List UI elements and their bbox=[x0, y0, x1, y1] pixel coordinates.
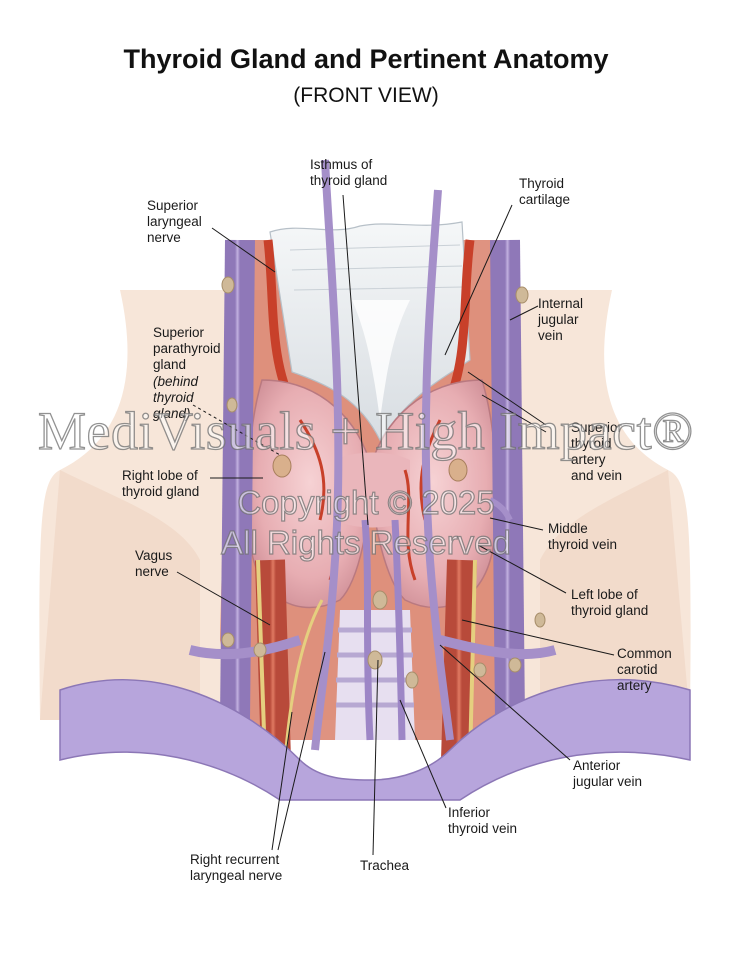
internal-jugular-vein-left bbox=[490, 239, 525, 721]
label-behind-thyroid-gland-text: (behind thyroid gland) bbox=[153, 374, 199, 421]
common-carotid-artery-right bbox=[255, 559, 291, 761]
anterior-jugular-vein-right bbox=[311, 159, 343, 751]
label-trachea: Trachea bbox=[360, 858, 410, 873]
vagus-nerve-left bbox=[468, 559, 477, 761]
thyroid-isthmus bbox=[335, 452, 410, 528]
page-title: Thyroid Gland and Pertinent Anatomy bbox=[123, 44, 609, 74]
label-left-lobe: Left lobe of thyroid gland bbox=[571, 587, 649, 618]
label-internal-jugular-vein: Internal jugular vein bbox=[538, 296, 584, 343]
parathyroid-glands bbox=[272, 454, 468, 482]
label-common-carotid-artery: Common carotid artery bbox=[617, 646, 672, 693]
label-right-lobe: Right lobe of thyroid gland bbox=[122, 468, 200, 499]
brachiocephalic-veins bbox=[59, 678, 691, 801]
leader-lines bbox=[176, 194, 615, 856]
label-thyroid-cartilage: Thyroid cartilage bbox=[519, 176, 571, 207]
label-vagus-nerve: Vagus nerve bbox=[135, 548, 173, 579]
common-carotid-artery-left bbox=[441, 559, 477, 761]
label-isthmus: Isthmus of thyroid gland bbox=[310, 157, 388, 188]
label-inferior-thyroid-vein: Inferior thyroid vein bbox=[448, 805, 518, 836]
neck-shadow bbox=[40, 470, 200, 720]
page-subtitle: (FRONT VIEW) bbox=[293, 84, 439, 107]
middle-thyroid-vein bbox=[488, 497, 513, 522]
label-right-recurrent-laryngeal-nerve: Right recurrent laryngeal nerve bbox=[190, 852, 283, 883]
recurrent-laryngeal-nerve bbox=[283, 599, 324, 761]
label-behind-thyroid-gland: (behind thyroid gland) bbox=[153, 374, 198, 422]
label-superior-thyroid-artery-vein: Superior thyroid artery and vein bbox=[571, 420, 623, 483]
anterior-jugular-vein-left bbox=[421, 189, 454, 741]
label-middle-thyroid-vein: Middle thyroid vein bbox=[548, 521, 618, 552]
internal-jugular-vein-right bbox=[220, 239, 255, 721]
inferior-thyroid-vein bbox=[361, 519, 406, 741]
label-superior-parathyroid-gland: Superior parathyroid gland bbox=[153, 325, 221, 372]
label-superior-laryngeal-nerve: Superior laryngeal nerve bbox=[147, 198, 202, 245]
vagus-nerve-right bbox=[256, 559, 267, 761]
label-anterior-jugular-vein: Anterior jugular vein bbox=[573, 758, 643, 789]
lymph-nodes bbox=[221, 276, 546, 689]
